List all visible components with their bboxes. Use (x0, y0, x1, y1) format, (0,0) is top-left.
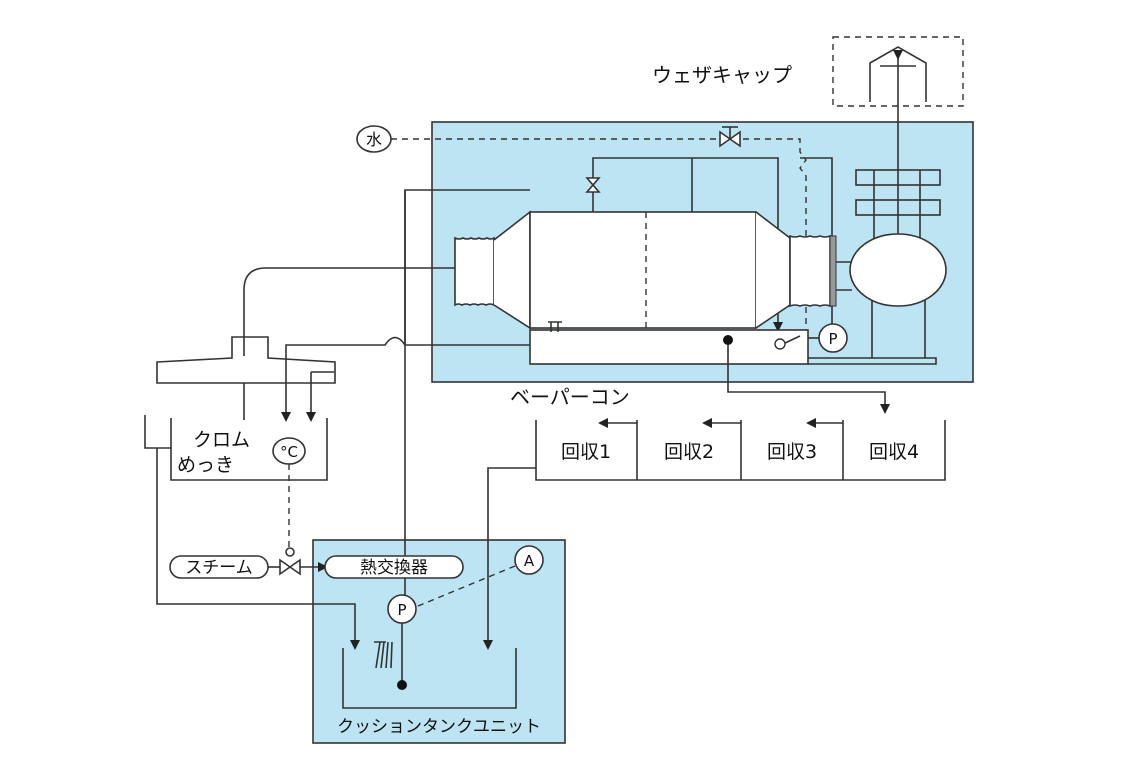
weather-cap-label: ウェザキャップ (652, 63, 792, 87)
recovery-2-label: 回収2 (664, 441, 714, 463)
chrome-label-2: めっき (177, 454, 234, 476)
water-label: 水 (366, 130, 382, 149)
water-supply: 水 (356, 125, 392, 153)
vapor-con-label: ベーパーコン (510, 385, 630, 409)
steam-source: スチーム (169, 555, 269, 579)
recovery-4-label: 回収4 (869, 441, 919, 463)
scrubber-pump: P (818, 323, 848, 353)
temp-controller-label: °C (280, 443, 298, 461)
steam-label: スチーム (185, 558, 253, 578)
cushion-tank-unit-label: クッションタンクユニット (337, 717, 541, 737)
water-dashed-line (391, 138, 807, 330)
chrome-plating-tank: クロム めっき °C (170, 418, 328, 481)
steam-valve-icon (279, 547, 301, 576)
recovery-tanks: 回収1 回収2 回収3 回収4 (535, 420, 946, 481)
cushion-tank (342, 641, 517, 709)
plating-hood (156, 336, 336, 384)
pump-top-label: P (828, 330, 837, 348)
pump-bottom-label: P (397, 601, 406, 619)
analyzer-label: A (524, 552, 535, 570)
analyzer: A (514, 545, 544, 575)
heat-exchanger-label: 熱交換器 (360, 558, 428, 578)
recovery-1-label: 回収1 (561, 441, 611, 463)
cushion-pump: P (387, 594, 417, 624)
chrome-label-1: クロム (193, 429, 250, 451)
scrubber-sump (529, 321, 937, 365)
scrubber-body (454, 169, 947, 358)
spray-valve-icon (585, 177, 601, 193)
heat-exchanger: 熱交換器 (324, 555, 464, 579)
water-valve-icon (719, 126, 741, 148)
recovery-3-label: 回収3 (767, 441, 817, 463)
